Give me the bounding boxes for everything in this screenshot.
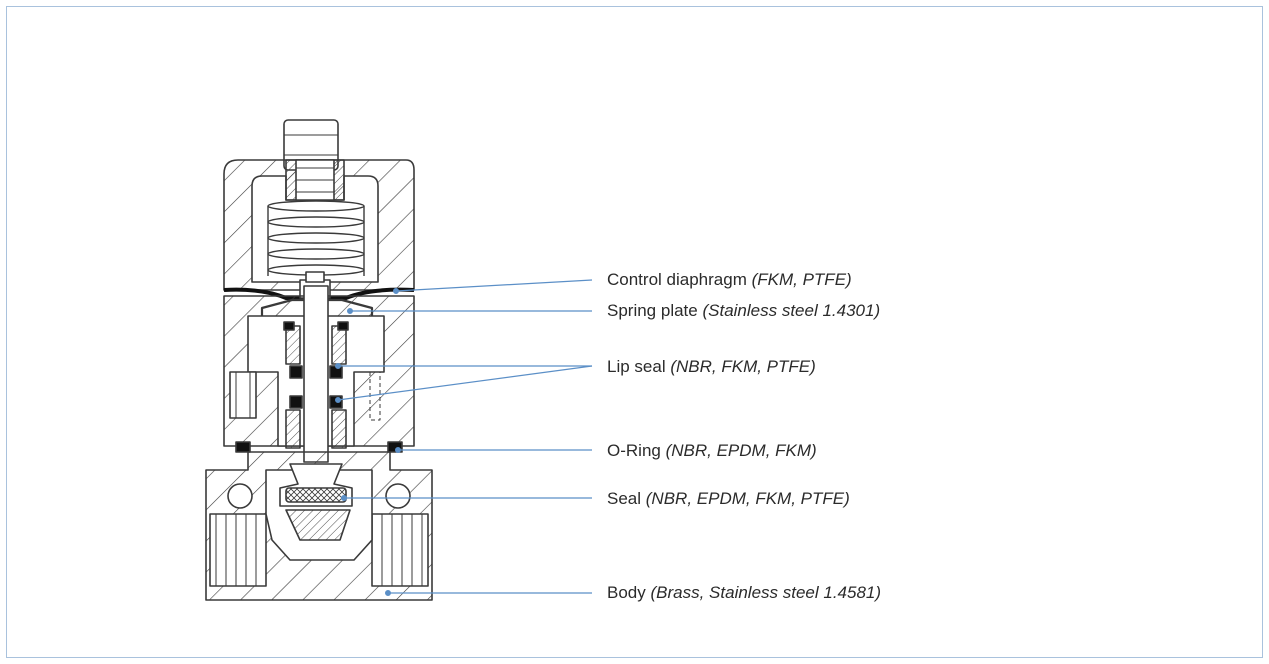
leader-lines	[335, 279, 593, 596]
lower-bushing	[285, 409, 301, 449]
label-material: (NBR, FKM, PTFE)	[670, 357, 816, 376]
leader-control-diaphragm	[395, 279, 593, 292]
label-o-ring: O-Ring (NBR, EPDM, FKM)	[607, 441, 817, 461]
outlet-port	[371, 513, 429, 587]
label-lip-seal: Lip seal (NBR, FKM, PTFE)	[607, 357, 816, 377]
label-material: (NBR, EPDM, FKM, PTFE)	[645, 489, 850, 508]
figure-frame	[6, 6, 1263, 658]
lip-seal-lower-left	[289, 395, 303, 409]
lip-seal-upper-left	[289, 365, 303, 379]
label-part: O-Ring	[607, 441, 661, 460]
label-spring-plate: Spring plate (Stainless steel 1.4301)	[607, 301, 880, 321]
label-part: Spring plate	[607, 301, 698, 320]
spring	[267, 200, 365, 276]
o-ring-right	[387, 441, 403, 453]
inlet-port	[209, 513, 267, 587]
label-material: (FKM, PTFE)	[751, 270, 852, 289]
label-part: Seal	[607, 489, 642, 508]
label-seal: Seal (NBR, EPDM, FKM, PTFE)	[607, 489, 850, 509]
valve-seal	[285, 487, 347, 503]
label-part: Body	[607, 583, 646, 602]
label-part: Lip seal	[607, 357, 666, 376]
leader-lip-seal-lower	[337, 365, 593, 401]
label-control-diaphragm: Control diaphragm (FKM, PTFE)	[607, 270, 852, 290]
label-material: (NBR, EPDM, FKM)	[665, 441, 817, 460]
upper-bushing	[285, 325, 301, 365]
valve-stem	[303, 285, 329, 463]
label-material: (Stainless steel 1.4301)	[702, 301, 881, 320]
label-material: (Brass, Stainless steel 1.4581)	[650, 583, 882, 602]
o-ring-left	[235, 441, 251, 453]
label-part: Control diaphragm	[607, 270, 747, 289]
label-body: Body (Brass, Stainless steel 1.4581)	[607, 583, 881, 603]
